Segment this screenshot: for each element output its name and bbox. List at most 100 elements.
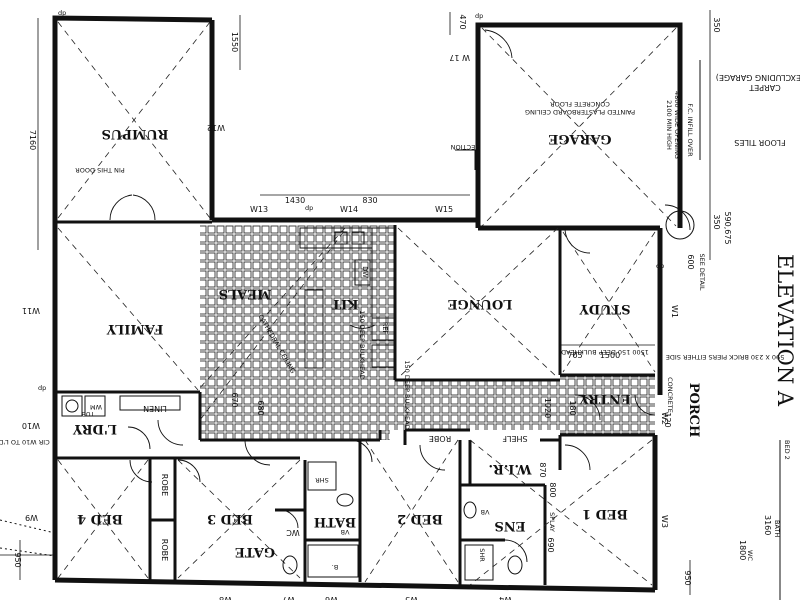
window-w1: W1 bbox=[670, 305, 679, 318]
window-w17: W 17 bbox=[449, 53, 470, 62]
dim-680: 680 bbox=[256, 400, 265, 415]
excl-garage-note: (EXCLUDING GARAGE) bbox=[716, 73, 800, 82]
dim-670: 670 bbox=[230, 392, 239, 407]
interior-walls bbox=[54, 220, 655, 585]
room-wir: W.I.R. bbox=[488, 461, 532, 476]
window-w15: W15 bbox=[435, 205, 453, 214]
carpet-note: CARPET bbox=[749, 83, 780, 92]
tub-label: TUB bbox=[81, 410, 95, 418]
kitchen-fixtures bbox=[299, 227, 395, 369]
room-wc: WC bbox=[286, 528, 300, 537]
window-w10: W10 bbox=[22, 421, 40, 430]
margin-wc: WC bbox=[746, 550, 754, 561]
window-w3: W3 bbox=[660, 515, 669, 528]
room-robe-bed2: ROBE bbox=[429, 434, 451, 443]
vb-label-bath: VB bbox=[341, 528, 350, 536]
room-entry: ENTRY bbox=[579, 391, 631, 406]
pin-door-label: PIN THIS DOOR bbox=[75, 166, 125, 174]
bathroom-fixtures bbox=[61, 395, 523, 581]
dim-950-a: 950 bbox=[13, 552, 22, 567]
garage-ceiling-note: PAINTED PLASTERBOARD CEILING bbox=[525, 108, 635, 116]
dim-705: 705 bbox=[567, 351, 582, 360]
opening-high-note: 2100 MIN HIGH bbox=[665, 100, 673, 150]
dim-1500: 1500 bbox=[600, 351, 620, 360]
dim-590-675: 590,675 bbox=[723, 211, 732, 244]
dp-label-1: dp bbox=[58, 9, 66, 17]
room-garage: GARAGE bbox=[548, 131, 611, 146]
margin-3160: 3160 bbox=[763, 515, 772, 535]
dp-label-2: dp bbox=[475, 12, 483, 20]
ref-label: REF bbox=[381, 322, 389, 335]
garage-floor-note: CONCRETE FLOOR bbox=[550, 100, 610, 108]
room-porch: PORCH bbox=[686, 383, 701, 438]
wm-label: WM bbox=[90, 403, 102, 411]
dim-1020: 1020 bbox=[543, 398, 552, 418]
floor-tiles-note: FLOOR TILES bbox=[734, 138, 785, 147]
room-shelf: SHELF bbox=[502, 434, 528, 443]
window-w5: W5 bbox=[405, 595, 418, 600]
dim-120: 120 bbox=[663, 412, 672, 427]
see-detail-note: SEE DETAIL bbox=[698, 254, 706, 291]
dimension-lines bbox=[0, 10, 781, 600]
window-w9: W9 bbox=[25, 513, 38, 522]
shr-label-ens: SHR bbox=[478, 548, 486, 562]
room-ldry: L'DRY bbox=[72, 421, 117, 436]
dim-1430: 1430 bbox=[285, 196, 305, 205]
elevation-label: ELEVATION A bbox=[773, 254, 797, 407]
room-ens: ENS bbox=[494, 518, 525, 533]
splay-label: SPLAY bbox=[548, 512, 556, 532]
dim-600: 600 bbox=[686, 254, 695, 269]
window-w7: W7 bbox=[282, 595, 295, 600]
room-bath: BATH bbox=[314, 514, 356, 529]
gate-label: GATE bbox=[235, 544, 275, 559]
room-rumpus: RUMPUS bbox=[101, 126, 168, 141]
window-labels: W1 W2 W3 W4 W5 W6 W7 W8 W9 W10 W11 W12 W… bbox=[22, 53, 679, 600]
dim-800: 800 bbox=[548, 482, 557, 497]
room-bed2: BED 2 bbox=[397, 511, 443, 526]
dim-180: 180 bbox=[568, 400, 577, 415]
concrete-note: CONCRETE bbox=[666, 377, 674, 413]
fc-infill-note: F.C. INFILL OVER bbox=[686, 103, 694, 157]
brick-piers-note: 590 X 230 BRICK PIERS EITHER SIDE bbox=[666, 353, 785, 361]
shr-label-bath: SHR bbox=[315, 476, 329, 484]
room-bed4: BED 4 bbox=[77, 511, 123, 526]
tiled-floor bbox=[200, 225, 655, 440]
room-bed3: BED 3 bbox=[207, 511, 253, 526]
margin-bed2: BED 2 bbox=[783, 440, 791, 460]
window-w11: W11 bbox=[22, 306, 40, 315]
dim-690: 690 bbox=[546, 537, 555, 552]
dim-7160: 7160 bbox=[28, 130, 37, 150]
dp-label-4: dp bbox=[38, 384, 46, 392]
room-linen: LINEN bbox=[143, 404, 167, 413]
dim-350-a: 350 bbox=[712, 17, 721, 32]
doors bbox=[109, 29, 691, 563]
dp-label-5: dp bbox=[656, 262, 664, 270]
room-kit: KIT bbox=[331, 296, 358, 311]
dimension-text: 7160 1550 470 350 350 590,675 600 830 14… bbox=[13, 14, 732, 585]
room-lounge: LOUNGE bbox=[448, 296, 513, 311]
dim-1550: 1550 bbox=[230, 32, 239, 52]
bulkhead-150-note-2: 150 DEEP BULKHEAD bbox=[403, 360, 411, 429]
bulkhead-note: 1500 150 DEEP BULKHEAD bbox=[561, 348, 649, 356]
window-w2: W2 bbox=[660, 412, 669, 425]
room-study: STUDY bbox=[579, 301, 631, 316]
dim-470: 470 bbox=[458, 14, 467, 29]
dp-label-3: dp bbox=[305, 204, 313, 212]
dim-830: 830 bbox=[362, 196, 377, 205]
room-robe-bed4: ROBE bbox=[160, 539, 169, 561]
dim-950-b: 950 bbox=[683, 570, 692, 585]
dim-870: 870 bbox=[538, 462, 547, 477]
room-bed1: BED 1 bbox=[582, 506, 628, 521]
bulkhead-150-note: 150 DEEP BULKHEAD bbox=[358, 310, 366, 379]
window-w4: W4 bbox=[499, 595, 512, 600]
margin-1800: 1800 bbox=[738, 540, 747, 560]
ceiling-lines bbox=[0, 21, 677, 586]
dim-350-b: 350 bbox=[712, 214, 721, 229]
room-family: FAMILY bbox=[106, 321, 163, 336]
room-labels: RUMPUS GARAGE FAMILY MEALS KIT LOUNGE ST… bbox=[72, 126, 701, 561]
annotations: ELEVATION A GATE PIN THIS DOOR SECTION P… bbox=[0, 9, 800, 571]
vb-label-ens: VB bbox=[481, 508, 490, 516]
dw-label: DW bbox=[361, 266, 369, 278]
window-w14: W14 bbox=[340, 205, 358, 214]
bath-tub-label: B. bbox=[332, 563, 339, 571]
